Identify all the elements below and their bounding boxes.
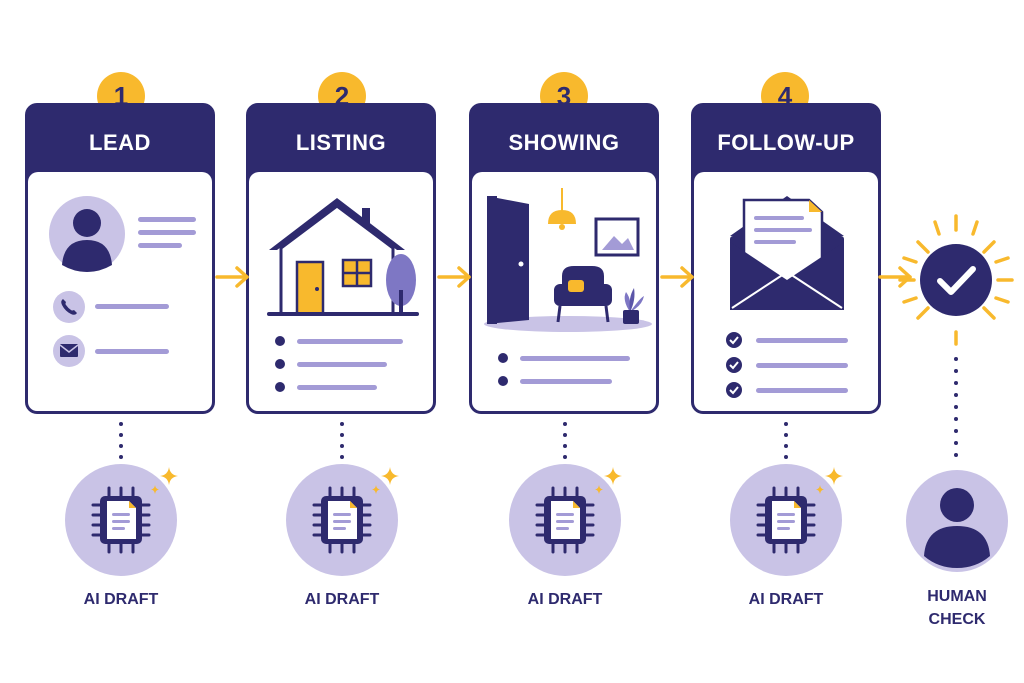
stage-title: LEAD (89, 130, 151, 155)
picture-frame-icon (594, 217, 640, 257)
ai-draft-label: AI DRAFT (304, 591, 380, 608)
lamp-icon (548, 188, 576, 230)
card-body (694, 172, 878, 411)
plant-icon (623, 288, 644, 324)
door-icon (487, 196, 529, 324)
ai-draft-label: AI DRAFT (83, 591, 159, 608)
card-header: SHOWING (472, 106, 656, 172)
stage-title: FOLLOW-UP (717, 130, 855, 155)
dotted-connector (119, 422, 123, 459)
stage-card-lead: LEAD (25, 103, 215, 414)
card-header: FOLLOW-UP (694, 106, 878, 172)
armchair-icon (554, 266, 612, 323)
dotted-connector (340, 422, 344, 459)
check-circle-icon (726, 332, 742, 398)
ai-draft-label: AI DRAFT (527, 591, 603, 608)
chip-document-icon (65, 464, 178, 576)
chip-document-icon (286, 464, 399, 576)
sparkle-icon (381, 467, 399, 485)
person-icon (906, 470, 1008, 572)
stage-card-showing: SHOWING (469, 103, 659, 414)
mail-icon (53, 335, 85, 367)
sparkle-icon (825, 467, 843, 485)
card-body (249, 172, 433, 411)
card-body (472, 172, 656, 411)
avatar-icon (49, 196, 125, 272)
stage-title: SHOWING (508, 130, 620, 155)
chip-document-icon (730, 464, 843, 576)
arrow-right-icon (660, 266, 694, 288)
card-header: LISTING (249, 106, 433, 172)
human-check-label-line2: CHECK (928, 611, 986, 628)
arrow-right-icon (437, 266, 471, 288)
ai-draft-label: AI DRAFT (748, 591, 824, 608)
human-check-label-line1: HUMAN (927, 588, 987, 605)
dotted-connector (563, 422, 567, 459)
dotted-connector (784, 422, 788, 459)
house-icon (269, 198, 405, 316)
dotted-connector (954, 357, 958, 457)
sparkle-icon (604, 467, 622, 485)
checkmark-sunburst-icon (898, 214, 1014, 346)
arrow-right-icon (215, 266, 249, 288)
phone-icon (53, 291, 85, 323)
card-header: LEAD (28, 106, 212, 172)
tree-icon (386, 254, 416, 314)
arrow-right-icon (878, 266, 912, 288)
sparkle-icon (160, 467, 178, 485)
stage-card-listing: LISTING (246, 103, 436, 414)
stage-title: LISTING (295, 130, 387, 155)
stage-card-follow-up: FOLLOW-UP (691, 103, 881, 414)
human-check-label: HUMAN CHECK (897, 585, 1017, 631)
envelope-icon (730, 196, 844, 310)
chip-document-icon (509, 464, 622, 576)
card-body (28, 172, 212, 411)
